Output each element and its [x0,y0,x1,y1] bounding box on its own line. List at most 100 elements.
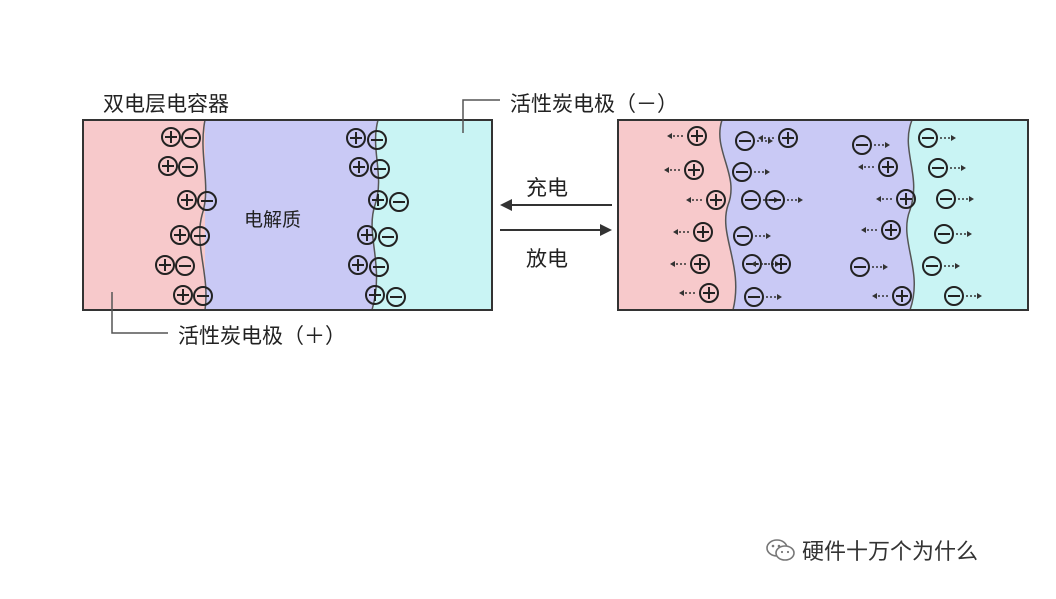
cation-symbol [177,190,197,210]
anion-symbol [732,162,752,182]
ion-motion-arrow [679,290,695,296]
cation-symbol [892,286,912,306]
ion-motion-arrow [766,294,782,300]
anion-symbol [175,256,195,276]
anion-symbol [367,130,387,150]
right-cell-right-electrode [906,120,1028,310]
ion-motion-arrow [758,135,774,141]
right-ion-layer [664,126,982,307]
cation-symbol [881,220,901,240]
cation-symbol [368,190,388,210]
anion-symbol [190,226,210,246]
ion-motion-arrow [673,229,689,235]
ion-motion-arrow [754,169,770,175]
ion-motion-arrow [944,263,960,269]
ion-motion-arrow [751,261,767,267]
cation-symbol [170,225,190,245]
cation-symbol [706,190,726,210]
anion-symbol [193,286,213,306]
cation-symbol [365,285,385,305]
charge-arrow [500,199,612,211]
cation-symbol [778,128,798,148]
diagram-title: 双电层电容器 [103,92,229,116]
anion-symbol [741,190,761,210]
anion-symbol [850,257,870,277]
right-cell-left-curve [719,119,737,311]
charged-cell [82,119,493,311]
anion-symbol [765,190,785,210]
ion-motion-arrow [664,167,680,173]
anion-symbol [936,189,956,209]
anion-symbol [369,257,389,277]
cation-symbol [161,127,181,147]
anion-symbol [197,191,217,211]
ion-motion-arrow [858,164,874,170]
cation-symbol [878,157,898,177]
left-interface-curve [198,119,207,311]
anion-symbol [735,131,755,151]
anion-symbol [918,128,938,148]
anion-symbol [922,256,942,276]
anion-symbol [386,287,406,307]
electrolyte-region [205,120,379,310]
right-interface-curve [371,119,380,311]
cation-symbol [155,255,175,275]
ion-motion-arrow [755,233,771,239]
ion-motion-arrow [787,197,803,203]
cation-symbol [693,222,713,242]
discharge-arrow [500,224,612,236]
left-electrode-region [83,120,205,310]
right-cell-right-curve [906,119,915,311]
ion-motion-arrow [940,135,956,141]
cation-symbol [349,157,369,177]
anion-symbol [389,192,409,212]
electrolyte-label: 电解质 [244,209,302,231]
cation-symbol [348,255,368,275]
cation-symbol [896,189,916,209]
anion-symbol [370,159,390,179]
ion-motion-arrow [686,197,702,203]
ion-motion-arrow [872,293,888,299]
watermark: 硬件十万个为什么 [766,534,978,566]
cation-symbol [699,283,719,303]
cation-symbol [687,126,707,146]
ion-motion-arrow [876,196,892,202]
cation-symbol [173,285,193,305]
charge-label: 充电 [526,176,568,200]
right-cell-left-electrode [618,120,736,310]
discharged-cell [617,119,1029,311]
ion-motion-arrow [670,261,686,267]
positive-electrode-label: 活性炭电极（＋） [178,324,346,348]
cation-symbol [346,128,366,148]
cation-symbol [690,254,710,274]
anion-symbol [852,135,872,155]
wechat-icon [766,539,795,561]
left-cell-border [82,119,493,311]
watermark-text: 硬件十万个为什么 [802,540,979,565]
ion-motion-arrow [861,227,877,233]
anion-symbol [934,224,954,244]
ion-motion-arrow [874,142,890,148]
negative-electrode-label: 活性炭电极（－） [510,92,678,116]
left-ion-layer [155,127,409,307]
ion-motion-arrow [950,165,966,171]
cation-symbol [771,254,791,274]
ion-motion-arrow [667,133,683,139]
anion-symbol [928,158,948,178]
anion-symbol [181,128,201,148]
cation-symbol [684,160,704,180]
anion-symbol [944,286,964,306]
ion-motion-arrow [966,293,982,299]
right-electrode-region [372,120,492,310]
right-cell-border [617,119,1029,311]
anion-symbol [733,226,753,246]
anion-symbol [744,287,764,307]
ion-motion-arrow [956,231,972,237]
negative-electrode-leader [462,99,500,133]
anion-symbol [378,227,398,247]
cation-symbol [158,156,178,176]
ion-motion-arrow [958,196,974,202]
discharge-label: 放电 [526,247,568,271]
cation-symbol [357,225,377,245]
